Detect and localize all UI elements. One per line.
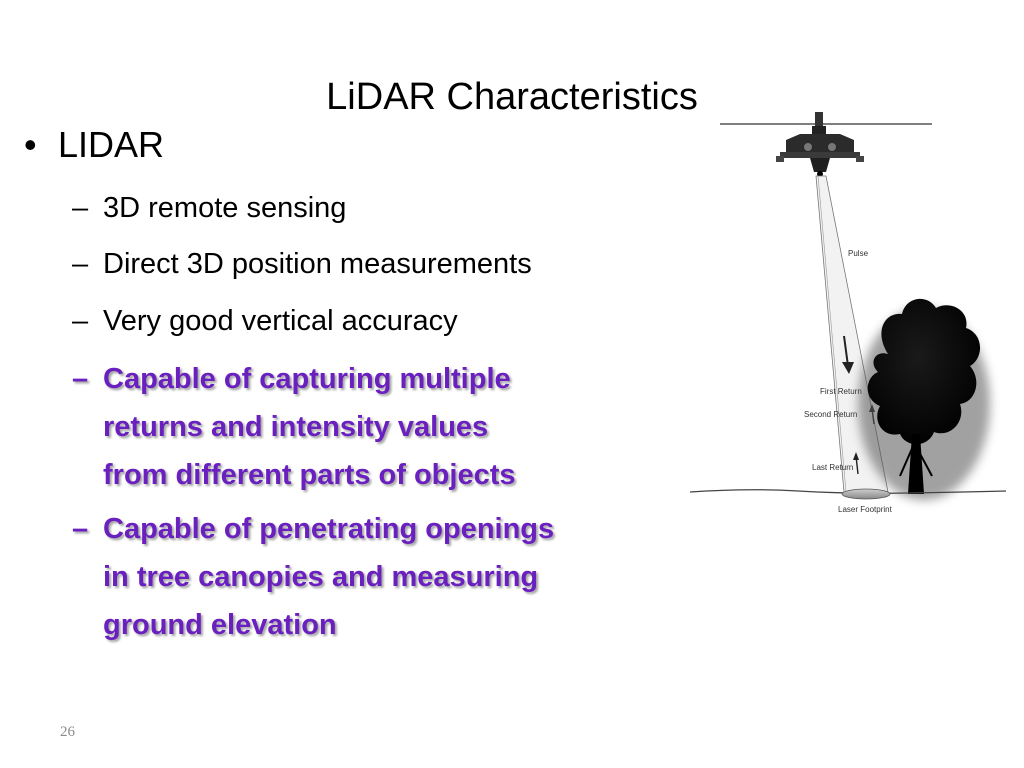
- dash-icon: –: [72, 248, 89, 280]
- tree-icon: [858, 298, 990, 500]
- sub-bullet-text: Very good vertical accuracy: [103, 305, 458, 337]
- lidar-diagram: Pulse First Return Second Return Last Re…: [688, 104, 1008, 524]
- sub-bullet-line: from different parts of objects: [103, 459, 516, 491]
- dash-icon: –: [72, 305, 89, 337]
- page-number: 26: [60, 724, 75, 740]
- bullet-dot-icon: •: [24, 124, 37, 165]
- laser-footprint-label: Laser Footprint: [838, 505, 893, 514]
- sub-bullet-line: Capable of capturing multiple: [103, 363, 511, 395]
- dash-icon: –: [72, 192, 89, 224]
- sub-bullet-line: returns and intensity values: [103, 411, 489, 443]
- first-return-label: First Return: [820, 387, 862, 396]
- sub-bullet-remote-sensing: – 3D remote sensing: [72, 184, 346, 232]
- sub-bullet-line: ground elevation: [103, 609, 337, 641]
- dash-icon: –: [72, 513, 89, 545]
- last-return-label: Last Return: [812, 463, 853, 472]
- sub-bullet-penetrating-canopies: – Capable of penetrating openings in tre…: [72, 505, 554, 649]
- pulse-label: Pulse: [848, 249, 869, 258]
- second-return-label: Second Return: [804, 410, 857, 419]
- sub-bullet-position-measurements: – Direct 3D position measurements: [72, 240, 532, 288]
- laser-footprint-ellipse: [841, 488, 891, 500]
- sub-bullet-line: in tree canopies and measuring: [103, 561, 539, 593]
- main-bullet: • LIDAR: [24, 122, 164, 168]
- pulse-arrow-icon: [842, 335, 854, 374]
- sub-bullet-text: 3D remote sensing: [103, 192, 347, 224]
- lidar-diagram-svg: Pulse First Return Second Return Last Re…: [689, 112, 1007, 514]
- sub-bullet-vertical-accuracy: – Very good vertical accuracy: [72, 297, 458, 345]
- main-bullet-text: LIDAR: [58, 124, 165, 165]
- sub-bullet-multiple-returns: – Capable of capturing multiple returns …: [72, 355, 516, 499]
- sub-bullet-text: Direct 3D position measurements: [103, 248, 532, 280]
- helicopter-icon: [776, 112, 864, 177]
- dash-icon: –: [72, 363, 89, 395]
- slide-title: LiDAR Characteristics: [326, 76, 698, 118]
- sub-bullet-line: Capable of penetrating openings: [103, 513, 555, 545]
